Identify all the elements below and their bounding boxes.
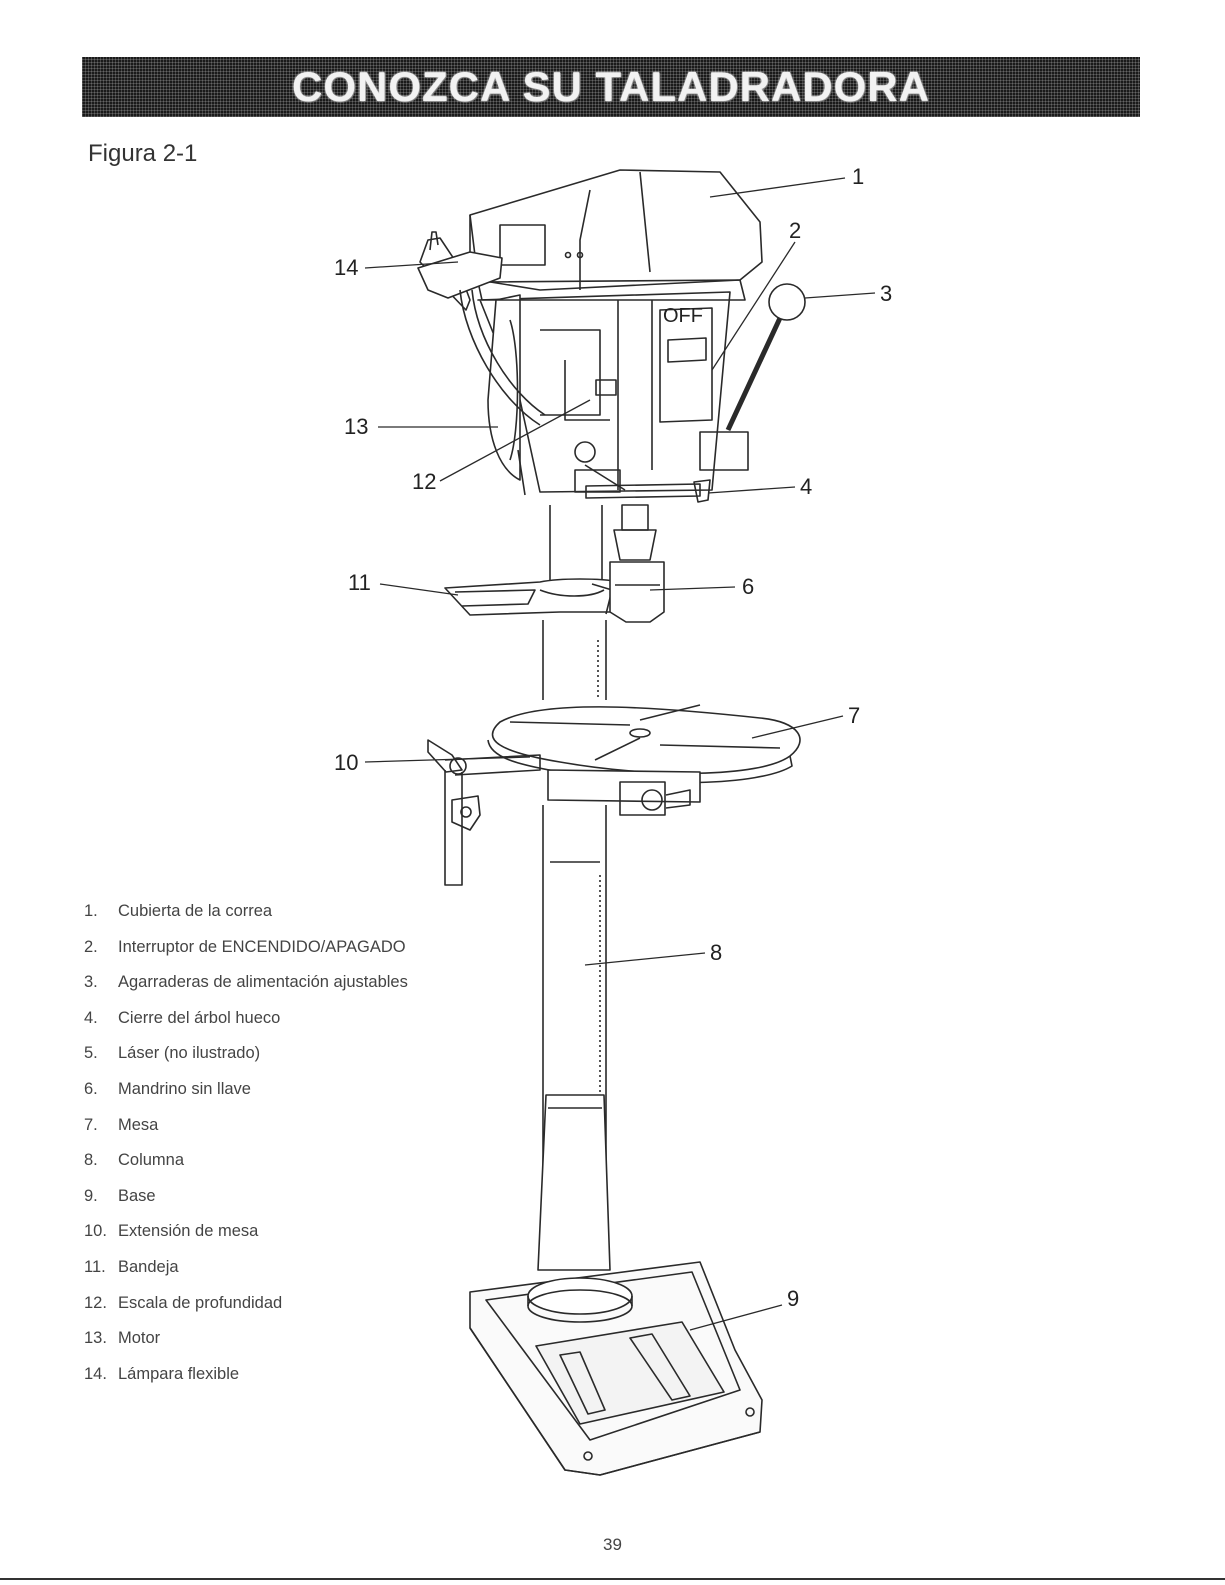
belt-cover-drawing bbox=[469, 169, 763, 301]
part-number: 12. bbox=[84, 1293, 107, 1312]
parts-list-item: 2. Interruptor de ENCENDIDO/APAGADO bbox=[84, 938, 408, 974]
part-number: 14. bbox=[84, 1364, 107, 1383]
part-label: Base bbox=[118, 1186, 156, 1205]
part-label: Lámpara flexible bbox=[118, 1364, 240, 1383]
figure-label: Figura 2-1 bbox=[88, 140, 198, 167]
chuck-drawing bbox=[609, 504, 665, 623]
callout-10: 10 bbox=[334, 750, 358, 775]
part-number: 4. bbox=[84, 1008, 98, 1027]
part-number: 13. bbox=[84, 1329, 107, 1348]
parts-list-item: 14. Lámpara flexible bbox=[84, 1365, 408, 1401]
parts-list-item: 3. Agarraderas de alimentación ajustables bbox=[84, 973, 408, 1009]
switch-label: OFF bbox=[663, 305, 703, 327]
parts-list-item: 13. Motor bbox=[84, 1329, 408, 1365]
part-label: Láser (no ilustrado) bbox=[118, 1044, 261, 1063]
section-banner: CONOZCA SU TALADRADORA bbox=[82, 57, 1140, 117]
parts-list-item: 9. Base bbox=[84, 1187, 408, 1223]
callout-6: 6 bbox=[742, 574, 754, 599]
part-number: 9. bbox=[84, 1186, 98, 1205]
table-extension-drawing bbox=[427, 739, 541, 886]
parts-list-item: 12. Escala de profundidad bbox=[84, 1294, 408, 1330]
callout-14: 14 bbox=[334, 255, 358, 280]
callout-4: 4 bbox=[800, 474, 812, 499]
tray-drawing bbox=[444, 578, 621, 616]
part-number: 6. bbox=[84, 1079, 98, 1098]
part-label: Columna bbox=[118, 1151, 185, 1170]
part-label: Cierre del árbol hueco bbox=[118, 1008, 281, 1027]
feed-handle-drawing bbox=[725, 283, 806, 432]
part-label: Mandrino sin llave bbox=[118, 1079, 251, 1098]
part-number: 8. bbox=[84, 1151, 98, 1170]
parts-list-item: 7. Mesa bbox=[84, 1116, 408, 1152]
part-label: Agarraderas de alimentación ajustables bbox=[118, 973, 408, 992]
base-drawing bbox=[469, 1261, 763, 1476]
parts-list: 1. Cubierta de la correa 2. Interruptor de… bbox=[84, 902, 408, 1400]
callout-11: 11 bbox=[348, 570, 371, 595]
part-number: 1. bbox=[84, 902, 98, 920]
section-title: CONOZCA SU TALADRADORA bbox=[292, 63, 930, 110]
column-drawing bbox=[537, 505, 611, 1271]
callout-8: 8 bbox=[710, 940, 722, 965]
part-number: 3. bbox=[84, 973, 98, 992]
part-label: Mesa bbox=[118, 1115, 159, 1134]
callout-9: 9 bbox=[787, 1286, 799, 1311]
callout-13: 13 bbox=[344, 414, 368, 439]
part-label: Escala de profundidad bbox=[118, 1293, 283, 1312]
part-label: Interruptor de ENCENDIDO/APAGADO bbox=[118, 937, 406, 956]
part-label: Cubierta de la correa bbox=[118, 902, 273, 920]
callout-12: 12 bbox=[412, 469, 436, 494]
part-label: Extensión de mesa bbox=[118, 1222, 259, 1241]
table-drawing bbox=[487, 704, 801, 816]
part-number: 2. bbox=[84, 937, 98, 956]
page-number: 39 bbox=[603, 1535, 622, 1554]
parts-list-item: 1. Cubierta de la correa bbox=[84, 902, 408, 938]
part-number: 7. bbox=[84, 1115, 98, 1134]
callout-3: 3 bbox=[880, 281, 892, 306]
head-drawing bbox=[477, 291, 749, 503]
parts-list-item: 11. Bandeja bbox=[84, 1258, 408, 1294]
part-number: 10. bbox=[84, 1222, 107, 1241]
parts-list-item: 4. Cierre del árbol hueco bbox=[84, 1009, 408, 1045]
callout-leader-lines bbox=[364, 177, 876, 1331]
callout-7: 7 bbox=[848, 703, 860, 728]
parts-list-item: 10. Extensión de mesa bbox=[84, 1222, 408, 1258]
part-number: 5. bbox=[84, 1044, 98, 1063]
part-number: 11. bbox=[84, 1257, 106, 1276]
part-label: Bandeja bbox=[118, 1257, 179, 1276]
callout-2: 2 bbox=[789, 218, 801, 243]
parts-list-item: 5. Láser (no ilustrado) bbox=[84, 1044, 408, 1080]
part-label: Motor bbox=[118, 1329, 161, 1348]
parts-list-item: 8. Columna bbox=[84, 1151, 408, 1187]
parts-list-item: 6. Mandrino sin llave bbox=[84, 1080, 408, 1116]
footer-rule bbox=[0, 1578, 1225, 1580]
callout-1: 1 bbox=[852, 164, 864, 189]
